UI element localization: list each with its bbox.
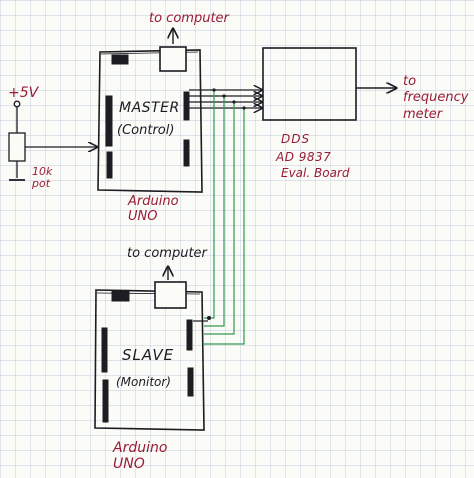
- plus-5v-label: +5V: [8, 85, 39, 101]
- slave-header-right-lower: [187, 367, 194, 397]
- slave-board-label: Arduino UNO: [113, 440, 168, 473]
- master-power-jack: [111, 54, 129, 65]
- vcc-terminal: [13, 100, 21, 108]
- slave-to-computer-label: to computer: [127, 246, 207, 261]
- dds-chip-label: AD 9837: [276, 150, 332, 164]
- slave-header-right: [186, 319, 193, 351]
- master-arduino-board: [97, 46, 203, 193]
- frequency-meter-label: to frequency meter: [403, 74, 469, 122]
- master-header-right-lower: [183, 139, 190, 167]
- dds-board-label: Eval. Board: [281, 166, 350, 180]
- slave-name-label: SLAVE: [122, 346, 175, 364]
- slave-power-jack: [111, 290, 130, 302]
- slave-arduino-board: [94, 281, 205, 431]
- master-usb-port: [159, 46, 187, 72]
- pot-circuit: [8, 100, 97, 181]
- master-board-label: Arduino UNO: [128, 194, 179, 224]
- dds-eval-board: [262, 47, 357, 121]
- slave-header-left-lower: [102, 379, 109, 423]
- master-header-right: [183, 91, 190, 121]
- master-role-label: (Control): [117, 123, 175, 138]
- slave-usb-port: [154, 281, 187, 309]
- wire-junction-dots: [207, 88, 246, 320]
- slave-role-label: (Monitor): [116, 375, 171, 389]
- master-name-label: MASTER: [119, 100, 180, 116]
- slave-header-left: [101, 327, 108, 373]
- master-header-left-lower: [106, 151, 113, 179]
- pot-label: 10k pot: [32, 165, 53, 190]
- potentiometer: [8, 132, 26, 162]
- dds-label: DDS: [281, 132, 311, 146]
- master-header-left: [105, 95, 113, 147]
- master-to-computer-label: to computer: [149, 11, 229, 26]
